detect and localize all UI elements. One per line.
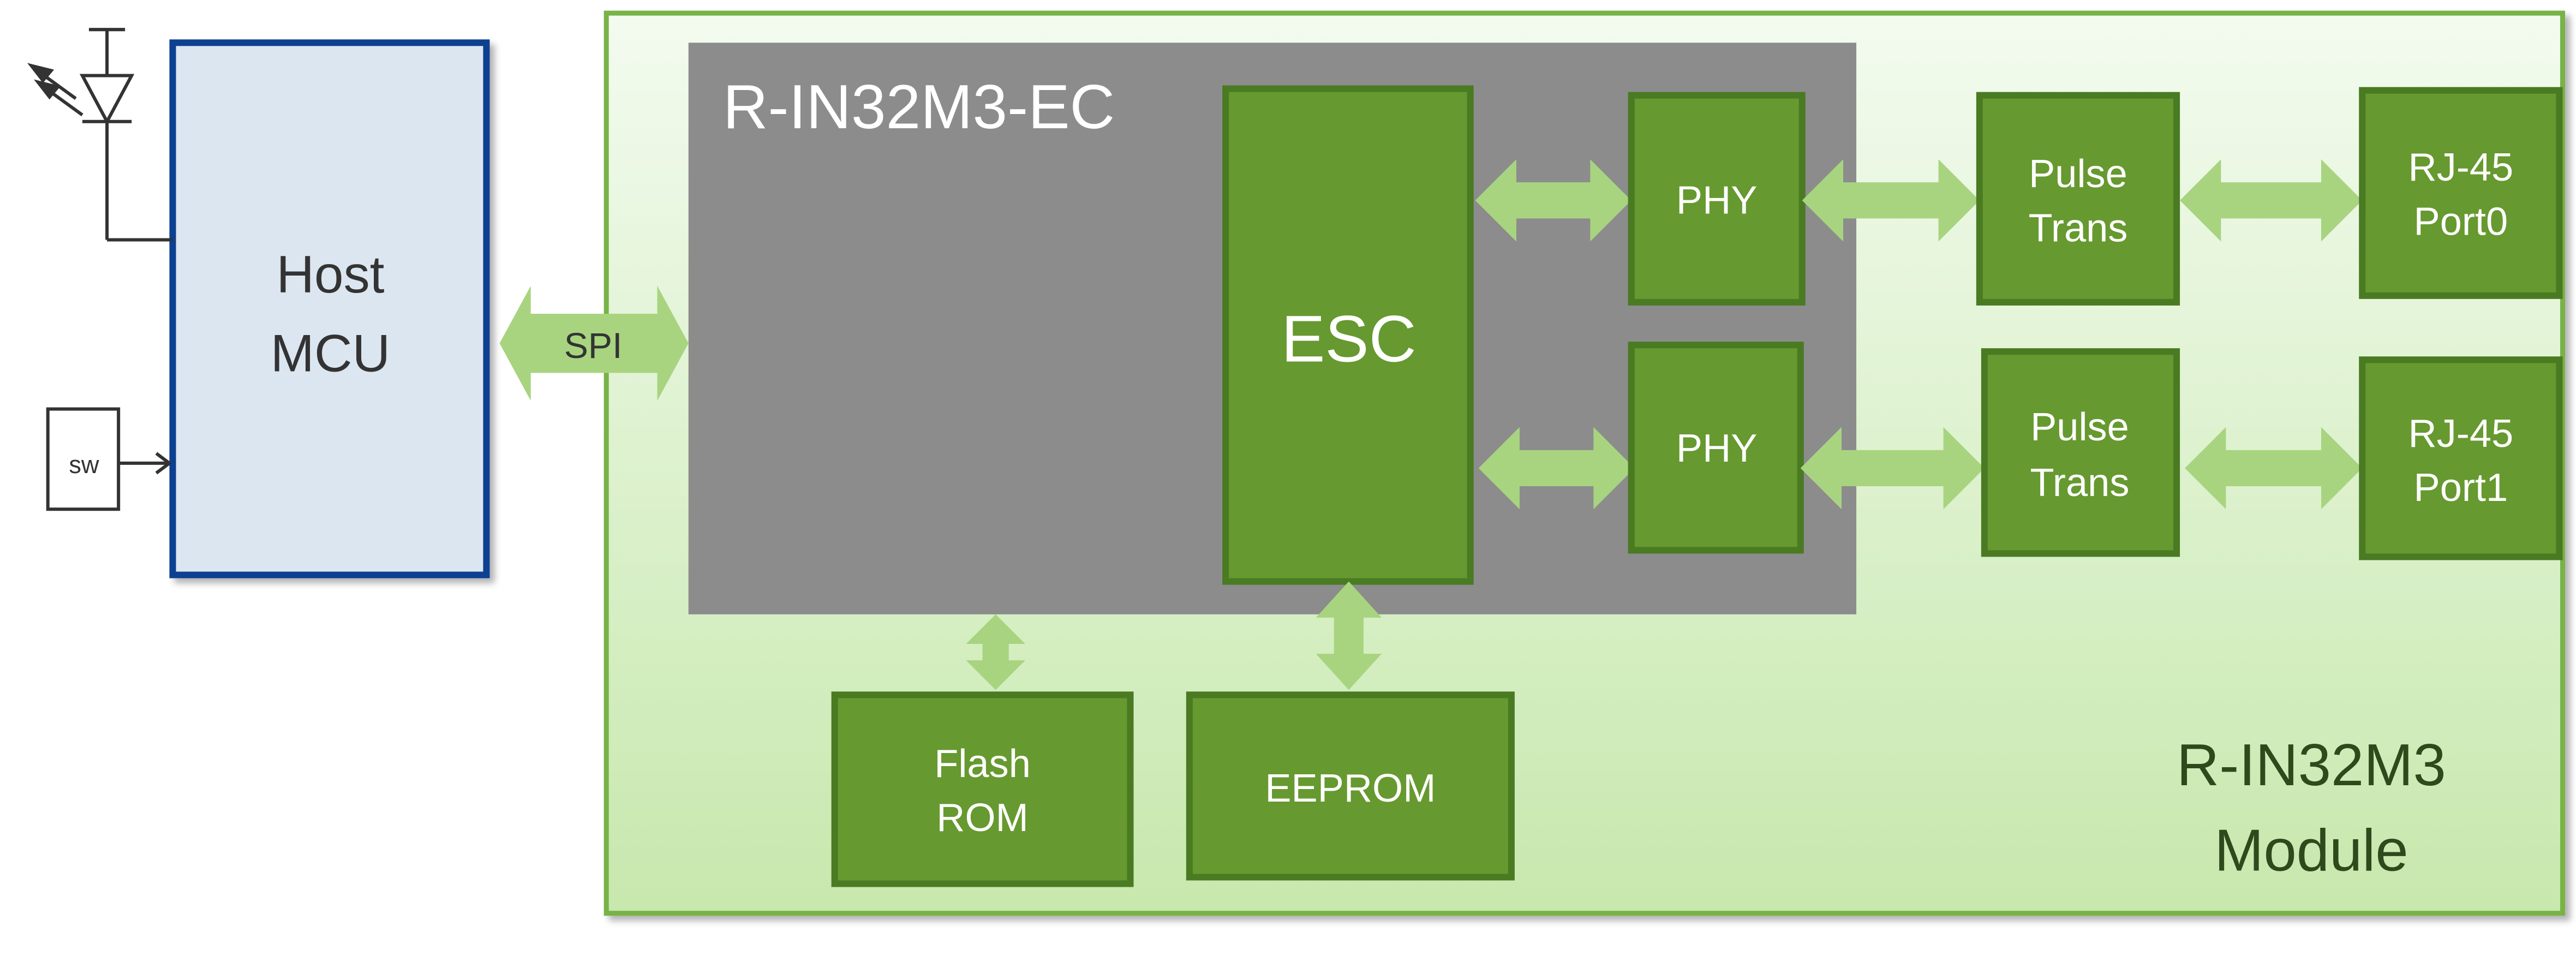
host-mcu-line2: MCU xyxy=(271,324,390,383)
arrow-chip-flash xyxy=(966,614,1025,690)
esc-block: ESC xyxy=(1222,85,1474,585)
arrow-phy0-pulse0 xyxy=(1802,159,1980,242)
rj45-0-line1: RJ-45 xyxy=(2408,146,2514,189)
chip-label: R-IN32M3-EC xyxy=(723,72,1115,142)
phy0-block: PHY xyxy=(1628,92,1806,306)
host-mcu: Host MCU xyxy=(169,39,490,578)
flash-rom-block: Flash ROM xyxy=(831,691,1134,887)
pulse-trans1-block: Pulse Trans xyxy=(1981,348,2180,557)
rj45-port1-block: RJ-45 Port1 xyxy=(2359,356,2563,560)
switch-label: sw xyxy=(69,451,99,479)
rj45-port0-block: RJ-45 Port0 xyxy=(2359,87,2563,299)
rj45-1-line1: RJ-45 xyxy=(2408,412,2514,456)
pulse1-line2: Trans xyxy=(2030,461,2129,505)
eeprom-label: EEPROM xyxy=(1265,767,1436,810)
arrow-esc-phy1 xyxy=(1478,427,1635,510)
pulse1-line1: Pulse xyxy=(2030,405,2129,449)
eeprom-block: EEPROM xyxy=(1186,691,1515,881)
module-label-line1: R-IN32M3 xyxy=(2177,732,2446,798)
switch-block: sw xyxy=(46,407,172,511)
spi-arrow: SPI xyxy=(499,285,689,401)
pulse0-line1: Pulse xyxy=(2029,152,2127,196)
host-mcu-line1: Host xyxy=(276,246,384,304)
flash-line1: Flash xyxy=(934,742,1031,786)
arrow-esc-phy0 xyxy=(1475,159,1631,242)
spi-label: SPI xyxy=(564,326,623,366)
pulse-trans0-block: Pulse Trans xyxy=(1976,92,2180,306)
led-icon xyxy=(27,28,173,242)
esc-label: ESC xyxy=(1281,302,1416,375)
rj45-0-line2: Port0 xyxy=(2414,200,2508,243)
arrow-phy1-pulse1 xyxy=(1800,427,1985,510)
phy0-label: PHY xyxy=(1676,178,1758,222)
pulse0-line2: Trans xyxy=(2028,207,2127,250)
phy1-label: PHY xyxy=(1676,427,1758,470)
module-label-line2: Module xyxy=(2214,817,2408,883)
phy1-block: PHY xyxy=(1628,342,1804,554)
rj45-1-line2: Port1 xyxy=(2414,466,2508,510)
arrow-pulse1-rj45-1 xyxy=(2185,427,2363,510)
flash-line2: ROM xyxy=(936,796,1029,840)
arrow-esc-eeprom xyxy=(1316,581,1382,690)
arrow-pulse0-rj45-0 xyxy=(2180,159,2363,242)
